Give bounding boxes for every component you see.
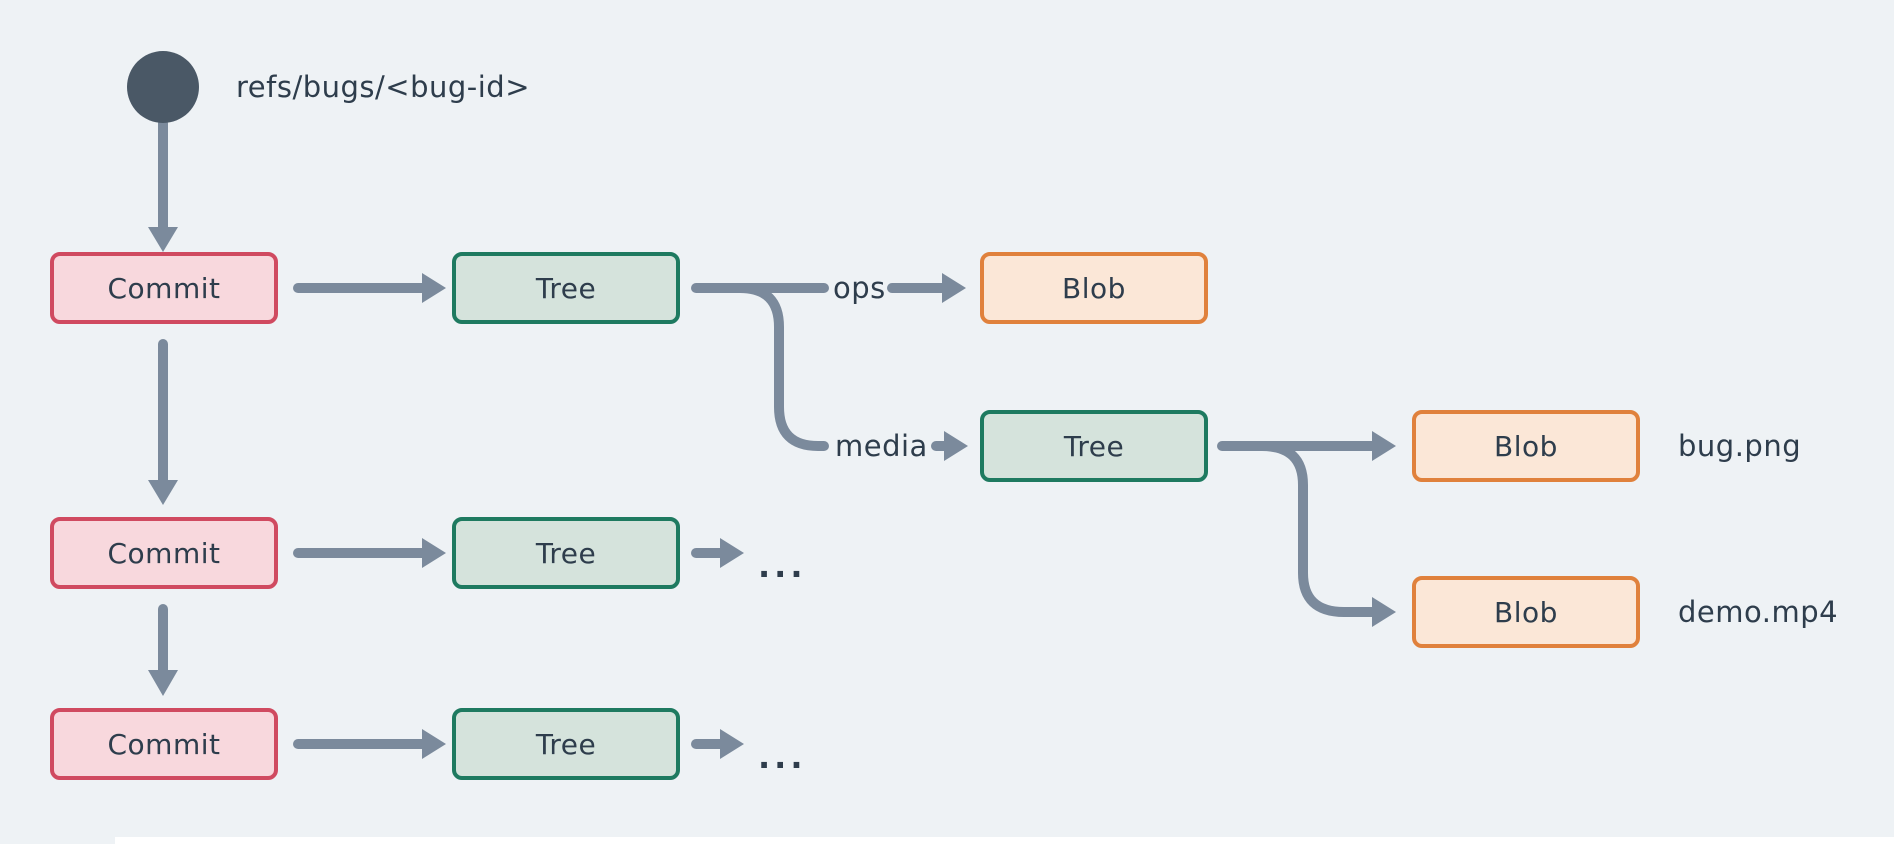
tree-label: Tree [535, 727, 597, 761]
arrow-commit2-to-commit3 [148, 604, 178, 696]
edge-label-media: media [835, 429, 928, 463]
commit-label: Commit [107, 536, 221, 570]
commit-node-3: Commit [50, 708, 278, 780]
tree-node-media: Tree [980, 410, 1208, 482]
tree-label: Tree [535, 271, 597, 305]
arrow-media-to-tree2 [931, 431, 968, 461]
blob-node-bug: Blob [1412, 410, 1640, 482]
ellipsis-row3: ... [758, 738, 807, 776]
arrow-commit2-to-tree [293, 538, 446, 568]
tree-node-1: Tree [452, 252, 680, 324]
arrow-commit1-to-commit2 [148, 339, 178, 505]
file-label-demo: demo.mp4 [1678, 595, 1839, 629]
branch-tree2-to-blob-demo [1257, 441, 1396, 627]
blob-label: Blob [1062, 271, 1126, 305]
canvas-bottom-edge [115, 837, 1894, 844]
commit-node-2: Commit [50, 517, 278, 589]
tree-label: Tree [1063, 429, 1125, 463]
file-label-bug: bug.png [1678, 429, 1802, 463]
tree-label: Tree [535, 536, 597, 570]
arrow-tree-row2-to-ellipsis [691, 538, 744, 568]
blob-node-demo: Blob [1412, 576, 1640, 648]
ellipsis-row2: ... [758, 547, 807, 585]
commit-node-1: Commit [50, 252, 278, 324]
tree-node-2: Tree [452, 517, 680, 589]
blob-label: Blob [1494, 429, 1558, 463]
arrow-tree-row3-to-ellipsis [691, 729, 744, 759]
ref-label: refs/bugs/<bug-id> [236, 70, 531, 104]
arrow-commit1-to-tree1 [293, 273, 446, 303]
tree-node-3: Tree [452, 708, 680, 780]
commit-label: Commit [107, 271, 221, 305]
arrow-commit3-to-tree [293, 729, 446, 759]
arrow-tree2-to-blob-bug [1217, 431, 1396, 461]
blob-node-ops: Blob [980, 252, 1208, 324]
arrow-ops-to-blob [887, 273, 966, 303]
arrow-ref-to-commit1 [148, 118, 178, 252]
edge-label-ops: ops [833, 271, 886, 305]
commit-label: Commit [107, 727, 221, 761]
blob-label: Blob [1494, 595, 1558, 629]
branch-tree1-to-media [735, 283, 829, 451]
ref-node [127, 51, 199, 123]
